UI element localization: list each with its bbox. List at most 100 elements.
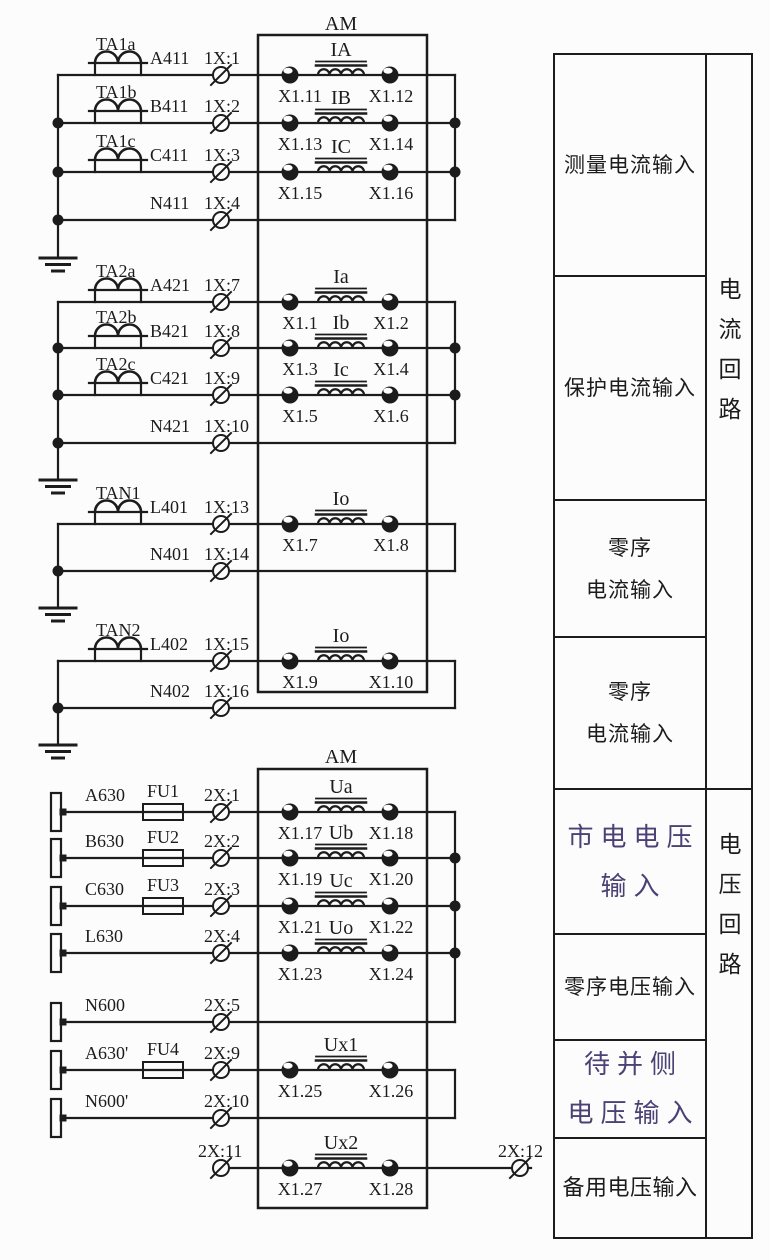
winding-label: IB: [331, 87, 351, 109]
dot-highlight: [383, 1160, 393, 1167]
wire-label: A411: [150, 48, 189, 68]
legend-text: 电流输入: [586, 722, 674, 746]
terminal-label: 2X:3: [204, 879, 240, 899]
ct-humps: [93, 499, 143, 513]
winding-terminal-id: X1.12: [369, 86, 414, 106]
terminal-slash: [209, 1010, 233, 1034]
legend-cell-zeroseq-current-2: 零序电流输入: [555, 638, 705, 790]
winding-terminal-id: X1.21: [278, 917, 323, 937]
legend-cell-mains-voltage: 市电电压输入: [555, 790, 705, 935]
winding-terminal-id: X1.2: [373, 313, 409, 333]
terminal-label: 1X:8: [204, 321, 240, 341]
winding-coil: [316, 1063, 366, 1071]
wire-label: C411: [150, 145, 188, 165]
legend-text: 市电电压: [567, 822, 700, 852]
winding-terminal-id: X1.14: [369, 134, 414, 154]
transformer-label: TA2b: [96, 307, 137, 327]
transformer-label: TA1b: [96, 82, 137, 102]
dot-highlight: [283, 1062, 293, 1069]
winding-terminal-id: X1.20: [369, 869, 414, 889]
legend-text: 电流输入: [586, 577, 674, 602]
winding-label: IC: [331, 136, 351, 158]
legend-text: 零序: [608, 535, 652, 560]
transformer-label: TA2a: [96, 261, 136, 281]
terminal-label: 2X:5: [204, 995, 240, 1015]
dot-highlight: [283, 67, 293, 74]
terminal-slash: [508, 1156, 532, 1180]
wire-label: N401: [150, 544, 190, 564]
winding-label: Io: [333, 488, 350, 510]
terminal-label: 2X:11: [198, 1141, 242, 1161]
terminal-label: 1X:1: [204, 48, 240, 68]
terminal-label: 2X:1: [204, 785, 240, 805]
dot-highlight: [383, 340, 393, 347]
dot-highlight: [283, 945, 293, 952]
winding-label: IA: [330, 39, 352, 61]
fuse-label: FU1: [147, 781, 179, 801]
dot-highlight: [383, 898, 393, 905]
wire-label: N411: [150, 193, 189, 213]
winding-coil: [316, 68, 366, 76]
transformer-label: TA1c: [96, 131, 136, 151]
winding-terminal-id: X1.19: [278, 869, 323, 889]
terminal-slash: [209, 160, 233, 184]
terminal-label: 1X:10: [204, 416, 249, 436]
winding-coil: [316, 388, 366, 396]
legend-text: 零序电压输入: [564, 975, 696, 999]
dot-highlight: [383, 850, 393, 857]
legend-side-text: 电压回路: [718, 832, 742, 977]
legend-cell-standby-side-voltage: 待并侧电压输入: [555, 1041, 705, 1139]
terminal-label: 1X:3: [204, 145, 240, 165]
legend-text: 保护电流输入: [564, 376, 696, 400]
fuse-symbol: [142, 1061, 184, 1079]
winding-coil: [316, 805, 366, 813]
terminal-slash: [209, 1058, 233, 1082]
terminal-slash: [209, 559, 233, 583]
terminal-slash: [209, 696, 233, 720]
winding-label: Ub: [329, 822, 353, 844]
ct-humps: [93, 323, 143, 337]
fuse-symbol: [142, 849, 184, 867]
device-box-am-voltage: [256, 767, 429, 1210]
winding-label: Ua: [329, 776, 352, 798]
terminal-slash: [209, 383, 233, 407]
winding-terminal-id: X1.15: [278, 183, 323, 203]
terminal-label: 1X:2: [204, 96, 240, 116]
winding-label: Uo: [329, 917, 353, 939]
terminal-slash: [209, 894, 233, 918]
terminal-label: 1X:4: [204, 193, 240, 213]
terminal-label: 2X:12: [498, 1141, 543, 1161]
return-junction-dot: [449, 947, 461, 959]
dot-highlight: [283, 516, 293, 523]
dot-highlight: [383, 164, 393, 171]
transformer-label: TA2c: [96, 354, 136, 374]
wire-label: C630: [85, 879, 124, 899]
winding-coil: [316, 851, 366, 859]
winding-coil: [316, 165, 366, 173]
winding-coil: [316, 1161, 366, 1169]
winding-terminal-id: X1.26: [369, 1081, 414, 1101]
winding-terminal-id: X1.3: [282, 359, 318, 379]
legend-table: 测量电流输入 保护电流输入 零序电流输入 零序电流输入 市电电压输入 零序电压输…: [553, 53, 753, 1239]
dot-highlight: [283, 387, 293, 394]
winding-terminal-id: X1.13: [278, 134, 323, 154]
fuse-label: FU2: [147, 827, 179, 847]
wire-label: B411: [150, 96, 188, 116]
winding-terminal-id: X1.27: [278, 1179, 323, 1199]
winding-label: Ic: [333, 359, 349, 381]
dot-highlight: [283, 1160, 293, 1167]
winding-label: Ux1: [324, 1034, 358, 1056]
fuse-symbol: [142, 897, 184, 915]
ct-humps: [93, 370, 143, 384]
terminal-label: 2X:4: [204, 926, 240, 946]
dot-highlight: [283, 115, 293, 122]
dot-highlight: [283, 804, 293, 811]
wire-label: A630: [85, 785, 125, 805]
terminal-slash: [209, 941, 233, 965]
terminal-label: 1X:15: [204, 634, 249, 654]
terminal-slash: [209, 111, 233, 135]
ct-humps: [93, 50, 143, 64]
winding-terminal-id: X1.8: [373, 535, 409, 555]
